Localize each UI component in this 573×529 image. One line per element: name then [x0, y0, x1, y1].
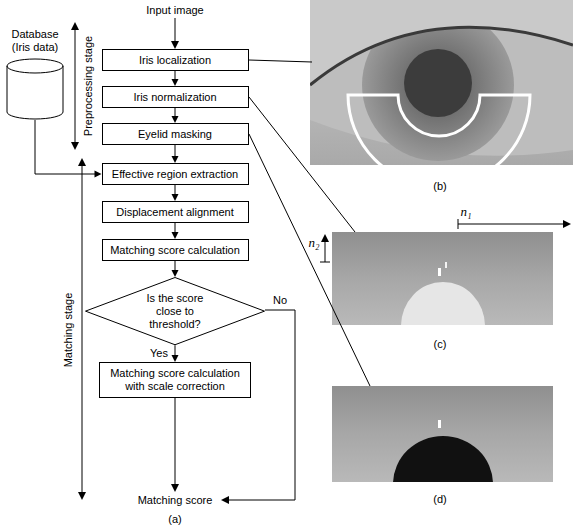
panel-label: (c): [433, 338, 448, 351]
box-text: Iris localization: [139, 54, 211, 67]
arrowhead: [172, 270, 179, 277]
arrowhead: [221, 496, 229, 504]
decision-diamond: Is the score close to threshold?: [85, 277, 265, 345]
box-text: Matching score calculation with scale co…: [105, 367, 245, 393]
stage-arrow: [82, 164, 83, 494]
box-text: Iris normalization: [133, 91, 216, 104]
dimension-label: n₂: [307, 236, 320, 250]
process-box: Iris normalization: [102, 86, 249, 108]
flow-arrow: [172, 185, 179, 201]
arrowhead: [172, 156, 179, 163]
arrowhead: [171, 41, 179, 49]
dimension-line: [458, 224, 566, 225]
masked-iris: [332, 386, 553, 482]
arrowhead: [71, 22, 79, 30]
panel-label: (b): [432, 180, 447, 193]
arrowhead: [172, 194, 179, 201]
arrowhead: [172, 232, 179, 239]
flow-arrow: [172, 261, 179, 277]
skin: [310, 0, 573, 165]
arrowhead: [95, 171, 102, 178]
arrowhead: [563, 220, 571, 228]
input-label: Input image: [145, 4, 204, 17]
box-text: Displacement alignment: [116, 206, 233, 219]
process-box: Effective region extraction: [102, 163, 249, 185]
arrowhead: [171, 484, 179, 492]
reflection: [438, 420, 441, 428]
diamond-outline: [86, 278, 265, 345]
arrowhead: [172, 79, 179, 86]
decision-text: Is the score close to threshold?: [139, 292, 211, 331]
edge-label: Yes: [149, 347, 169, 360]
dimension-line: [325, 240, 326, 262]
arrowhead: [71, 142, 79, 150]
reflection: [445, 262, 447, 268]
flow-arrow: [172, 145, 179, 163]
dimension-label: n₁: [459, 205, 472, 219]
stage-arrow: [75, 28, 76, 144]
eyelid-region: [401, 282, 485, 325]
panel-label: (d): [432, 493, 447, 506]
process-box: Matching score calculation with scale co…: [99, 362, 251, 398]
branch-label: No: [272, 294, 288, 307]
cylinder-rim: [7, 66, 63, 73]
database-cylinder: Database (Iris data): [4, 28, 66, 120]
database-label: Database (Iris data): [4, 28, 66, 54]
process-box: Iris localization: [102, 49, 249, 71]
stage-label: Preprocessing stage: [82, 35, 95, 137]
reflection: [438, 268, 441, 276]
normalized-iris: [332, 232, 553, 325]
panel-label: (a): [167, 513, 182, 526]
box-text: Eyelid masking: [138, 128, 212, 141]
arrowhead: [78, 158, 86, 166]
pupil: [404, 49, 472, 117]
cylinder-shape: [4, 58, 66, 120]
process-box: Displacement alignment: [102, 201, 249, 223]
flow-arrow: [172, 223, 179, 239]
arrowhead: [321, 234, 329, 242]
box-text: Effective region extraction: [112, 168, 238, 181]
eye-photo: [310, 0, 573, 165]
leader-line: [249, 134, 370, 386]
box-text: Matching score calculation: [110, 244, 240, 257]
stage-label: Matching stage: [62, 292, 75, 369]
arrowhead: [78, 492, 86, 500]
leader-line: [249, 60, 312, 62]
no-branch-line: [228, 310, 295, 500]
flow-arrow: [172, 108, 179, 123]
iris-region-outline: [348, 95, 530, 165]
leader-line: [249, 97, 355, 232]
flow-arrow: [172, 345, 179, 362]
flow-arrow: [172, 71, 179, 86]
eyelid-mask: [393, 436, 493, 482]
process-box: Matching score calculation: [102, 239, 249, 261]
output-label: Matching score: [137, 494, 214, 507]
cylinder-body: [7, 59, 63, 119]
input-arrow: [175, 18, 176, 43]
arrowhead: [172, 116, 179, 123]
arrowhead: [172, 355, 179, 362]
process-box: Eyelid masking: [102, 123, 249, 145]
